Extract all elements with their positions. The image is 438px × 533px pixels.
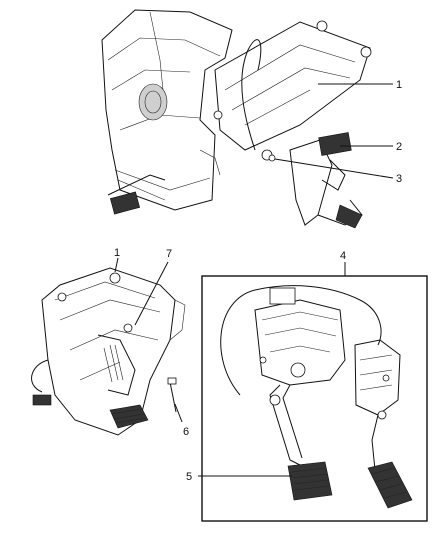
callout-3: 3 <box>396 173 402 185</box>
pedal-assembly-inset-illustration <box>198 285 413 509</box>
callout-1-top: 1 <box>396 79 402 91</box>
callout-1-left: 1 <box>114 247 120 259</box>
inset-frame <box>201 275 428 522</box>
callout-2: 2 <box>396 141 402 153</box>
callout-6: 6 <box>183 426 189 438</box>
callout-4: 4 <box>340 250 346 262</box>
pedal-bracket-installed-illustration <box>101 9 394 229</box>
callout-7: 7 <box>166 248 172 260</box>
pedal-bracket-detail-illustration <box>31 257 186 436</box>
callout-5: 5 <box>186 471 192 483</box>
